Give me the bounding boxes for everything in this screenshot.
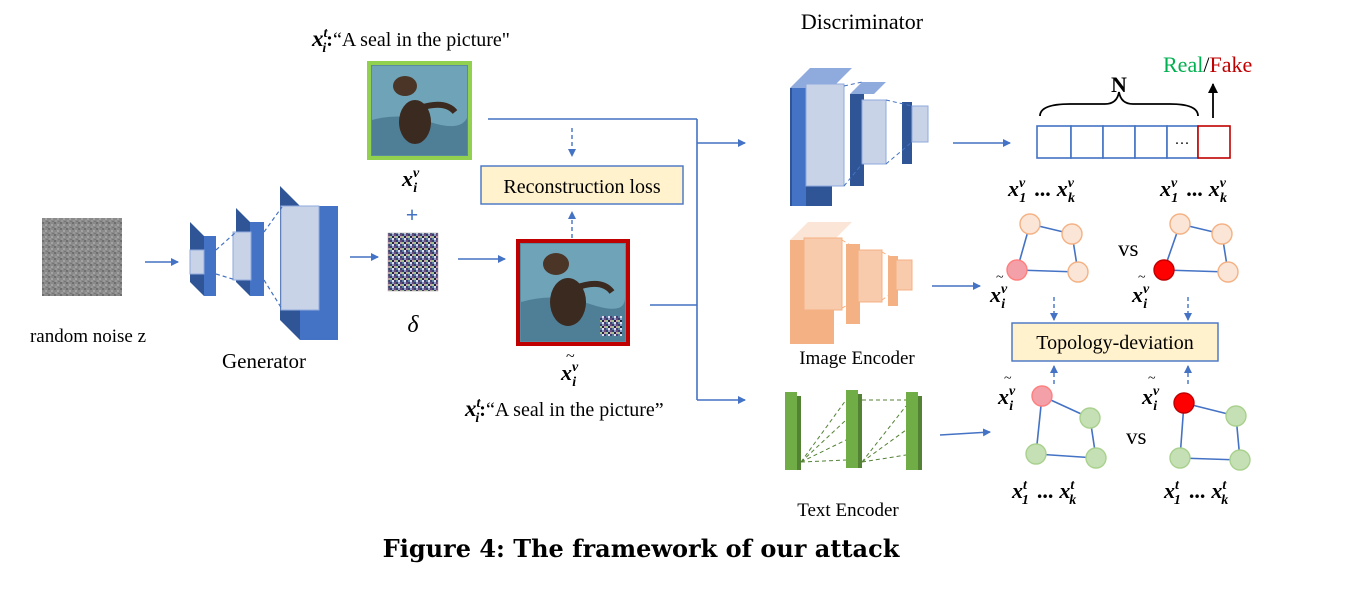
svg-text:xvi: xvi: [1131, 282, 1150, 312]
svg-text:~: ~: [566, 348, 575, 365]
topology-deviation-box: [1011, 322, 1219, 362]
discriminator-label: Discriminator: [801, 9, 924, 34]
vector-ellipsis: ···: [1175, 136, 1190, 152]
adv-node-pink: [1006, 259, 1028, 281]
svg-text:xt1...xtk: xt1...xtk: [1163, 478, 1228, 508]
svg-text:xti:“A seal in the picture": xti:“A seal in the picture": [311, 26, 510, 56]
reconstruction-loss-box: [480, 165, 684, 205]
svg-text:xvi: xvi: [997, 384, 1016, 414]
plus-sign: +: [406, 202, 419, 227]
svg-text:xt1...xtk: xt1...xtk: [1011, 478, 1076, 508]
bottom-caption-text: “A seal in the picture”: [486, 399, 664, 421]
graph-text-right: [1169, 392, 1251, 471]
generator-label: Generator: [222, 349, 306, 373]
image-encoder-network: [790, 222, 913, 344]
x-var: x: [311, 26, 324, 51]
svg-text:xv1...xvk: xv1...xvk: [1159, 176, 1227, 206]
svg-text:xvi: xvi: [560, 360, 579, 390]
graph-text-left: [1025, 385, 1107, 469]
svg-text:~: ~: [1138, 270, 1146, 285]
svg-text:~: ~: [1148, 371, 1156, 386]
svg-text:xvi: xvi: [1141, 384, 1160, 414]
discriminator-network: [790, 68, 929, 206]
adv-node-pink-bottom: [1031, 385, 1053, 407]
graph-image-left: [1006, 213, 1089, 283]
real-fake-cell: [1197, 125, 1231, 159]
image-encoder-label: Image Encoder: [799, 348, 915, 369]
reconstruction-loss-label: Reconstruction loss: [503, 176, 660, 198]
text-encoder-label: Text Encoder: [797, 500, 899, 521]
clean-image: [367, 61, 472, 160]
noise-image: [42, 218, 122, 296]
svg-text:xti:“A seal in the picture”: xti:“A seal in the picture”: [464, 396, 664, 426]
text-encoder-network: [785, 390, 922, 470]
graph-image-right: [1153, 213, 1239, 283]
adversarial-image: [516, 239, 630, 346]
caption-text: “A seal in the picture": [333, 29, 510, 51]
n-label: N: [1111, 72, 1127, 97]
adv-node-red: [1153, 259, 1175, 281]
vs-top: vs: [1118, 236, 1139, 261]
vs-bottom: vs: [1126, 424, 1147, 449]
generator-network: [189, 186, 338, 340]
noise-label: random noise z: [30, 326, 146, 347]
output-vector: [1036, 125, 1231, 159]
svg-text:xv1...xvk: xv1...xvk: [1007, 176, 1075, 206]
delta-symbol: δ: [407, 312, 419, 338]
figure-caption: Figure 4: The framework of our attack: [383, 534, 901, 563]
svg-text:xvi: xvi: [989, 282, 1008, 312]
real-fake-label: Real/Fake: [1163, 52, 1252, 77]
adv-node-red-bottom: [1173, 392, 1195, 414]
arrow-text-encoder-out: [939, 428, 991, 437]
svg-text:xvi: xvi: [401, 166, 420, 196]
n-brace: [1039, 91, 1199, 117]
svg-text:~: ~: [1004, 371, 1012, 386]
topology-deviation-label: Topology-deviation: [1036, 332, 1193, 354]
delta-perturbation: [387, 232, 439, 292]
svg-text:~: ~: [996, 270, 1004, 285]
